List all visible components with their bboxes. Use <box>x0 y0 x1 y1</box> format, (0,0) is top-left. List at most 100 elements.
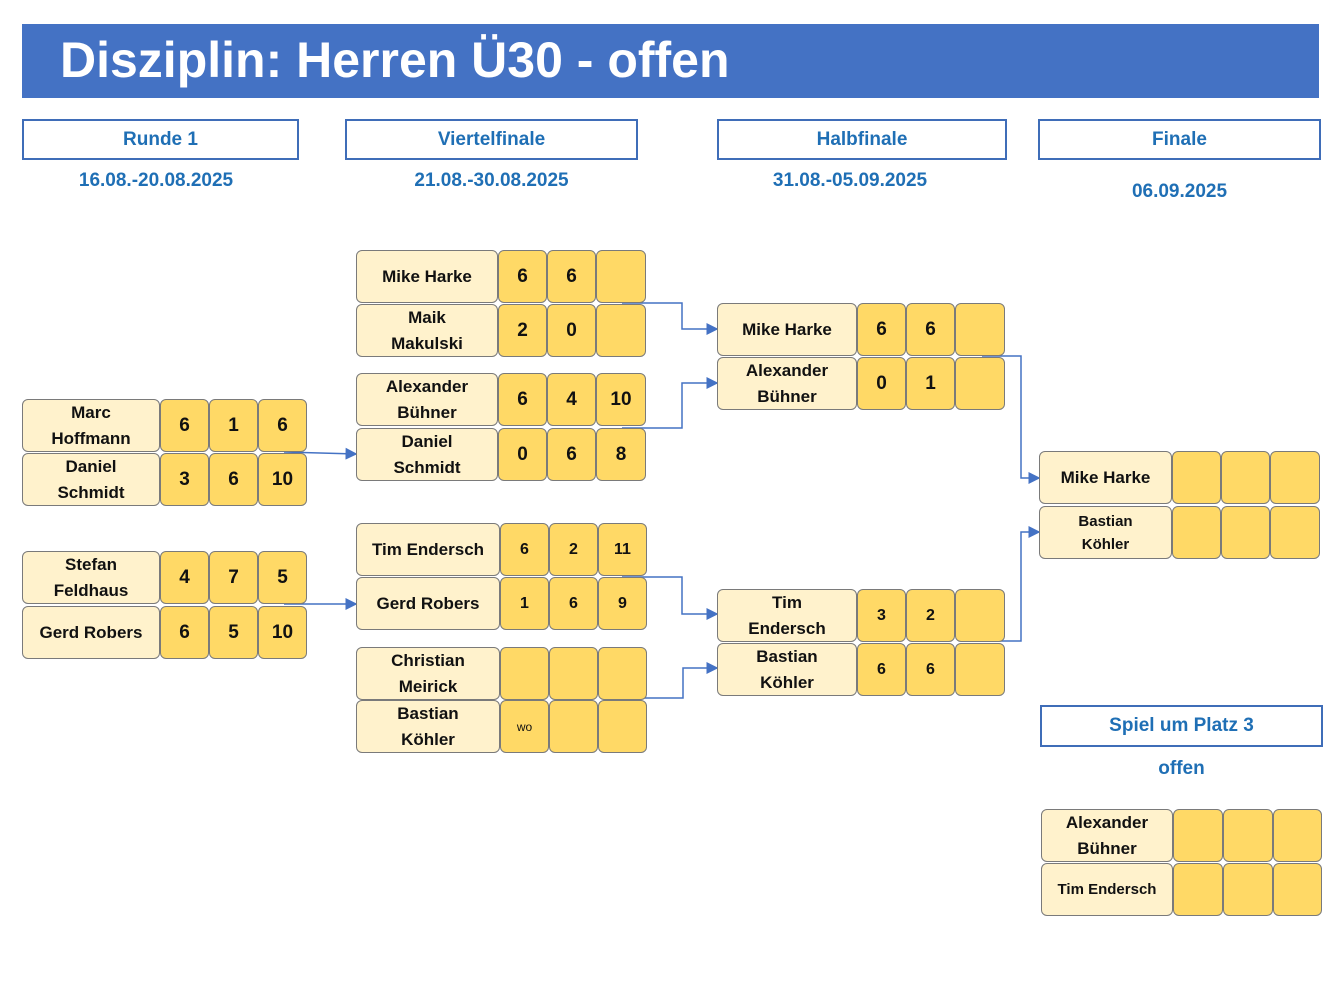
third-place-status: offen <box>1158 758 1205 779</box>
player-last-name: Köhler <box>760 672 814 692</box>
player-last-name: Bühner <box>757 386 817 406</box>
third-place-header: Spiel um Platz 3 <box>1040 705 1323 747</box>
score-cell: 6 <box>857 643 906 696</box>
score-cell <box>1223 863 1273 916</box>
player-first-name: Alexander <box>745 360 829 380</box>
player-last-name: Makulski <box>391 333 463 353</box>
round-header-viertelfinale: Viertelfinale <box>345 119 638 160</box>
score-cell: 6 <box>547 428 596 481</box>
player-name: Mike Harke <box>1060 467 1151 487</box>
score-cell <box>1273 863 1322 916</box>
connector-sf1 <box>982 355 1041 484</box>
connector-qf1 <box>622 302 719 335</box>
score-cell: 4 <box>547 373 596 426</box>
score-cell: 5 <box>209 606 258 659</box>
score-cell: 6 <box>857 303 906 356</box>
score-cell <box>1172 451 1221 504</box>
round-header-runde-1: Runde 1 <box>22 119 299 160</box>
player-last-name: Köhler <box>401 729 455 749</box>
connector-qf3 <box>622 576 719 620</box>
score-cell: 6 <box>498 373 547 426</box>
round-date-viertelfinale: 21.08.-30.08.2025 <box>414 170 569 191</box>
player-gerd-robers-qf: Gerd Robers <box>356 577 500 630</box>
title-banner: Disziplin: Herren Ü30 - offen <box>22 24 1319 98</box>
score-cell <box>1173 809 1223 862</box>
score-cell: 6 <box>906 643 955 696</box>
score-cell <box>1273 809 1322 862</box>
player-first-name: Tim <box>772 592 802 612</box>
player-first-name: Maik <box>408 307 446 327</box>
player-last-name: Meirick <box>398 676 458 696</box>
player-last-name: Bühner <box>1077 838 1137 858</box>
score-cell <box>1221 451 1270 504</box>
score-cell: 1 <box>906 357 955 410</box>
player-first-name: Marc <box>71 402 111 422</box>
player-name: Tim Endersch <box>371 539 485 559</box>
score-cell: 7 <box>209 551 258 604</box>
score-cell <box>1221 506 1270 559</box>
score-cell <box>500 647 549 700</box>
score-cell: 10 <box>596 373 646 426</box>
score-cell: 9 <box>598 577 647 630</box>
player-first-name: Daniel <box>401 431 453 451</box>
score-cell <box>1172 506 1221 559</box>
score-cell: 3 <box>857 589 906 642</box>
score-cell: 6 <box>547 250 596 303</box>
connector-qf4 <box>622 662 719 699</box>
player-first-name: Alexander <box>1065 812 1149 832</box>
player-tim-endersch-p3: Tim Endersch <box>1041 863 1173 916</box>
score-cell <box>955 589 1005 642</box>
player-last-name: Köhler <box>1081 535 1130 553</box>
score-cell: 10 <box>258 453 307 506</box>
player-mike-harke-sf: Mike Harke <box>717 303 857 356</box>
score-cell: 5 <box>258 551 307 604</box>
player-first-name: Christian <box>391 650 465 670</box>
player-last-name: Bühner <box>397 402 457 422</box>
score-cell <box>1223 809 1273 862</box>
player-first-name: Stefan <box>65 554 117 574</box>
score-cell: 6 <box>549 577 598 630</box>
page-title: Disziplin: Herren Ü30 - offen <box>60 32 730 88</box>
score-cell <box>549 700 598 753</box>
score-cell: 6 <box>500 523 549 576</box>
player-name: Mike Harke <box>382 266 472 286</box>
score-cell: 0 <box>498 428 547 481</box>
player-name: Mike Harke <box>742 319 832 339</box>
score-cell <box>598 647 647 700</box>
score-cell: 2 <box>549 523 598 576</box>
player-first-name: Bastian <box>397 703 459 723</box>
score-cell: 0 <box>547 304 596 357</box>
score-cell: 6 <box>906 303 955 356</box>
player-mike-harke-final: Mike Harke <box>1039 451 1172 504</box>
score-cell: 1 <box>209 399 258 452</box>
player-first-name: Bastian <box>756 646 818 666</box>
player-first-name: Bastian <box>1078 512 1133 530</box>
player-last-name: Feldhaus <box>53 580 129 600</box>
round-date-halbfinale: 31.08.-05.09.2025 <box>772 170 928 191</box>
player-name: Gerd Robers <box>376 593 480 613</box>
score-cell: 10 <box>258 606 307 659</box>
connector-r1-match1 <box>283 447 358 460</box>
score-cell-walkover: wo <box>500 700 549 753</box>
score-cell <box>955 303 1005 356</box>
score-cell <box>596 250 646 303</box>
score-cell <box>955 643 1005 696</box>
score-cell <box>1270 451 1320 504</box>
score-cell <box>955 357 1005 410</box>
player-name: Tim Endersch <box>1057 881 1157 898</box>
player-last-name: Endersch <box>748 618 826 638</box>
player-first-name: Daniel <box>65 456 117 476</box>
player-gerd-robers-r1: Gerd Robers <box>22 606 160 659</box>
round-header-halbfinale: Halbfinale <box>717 119 1007 160</box>
